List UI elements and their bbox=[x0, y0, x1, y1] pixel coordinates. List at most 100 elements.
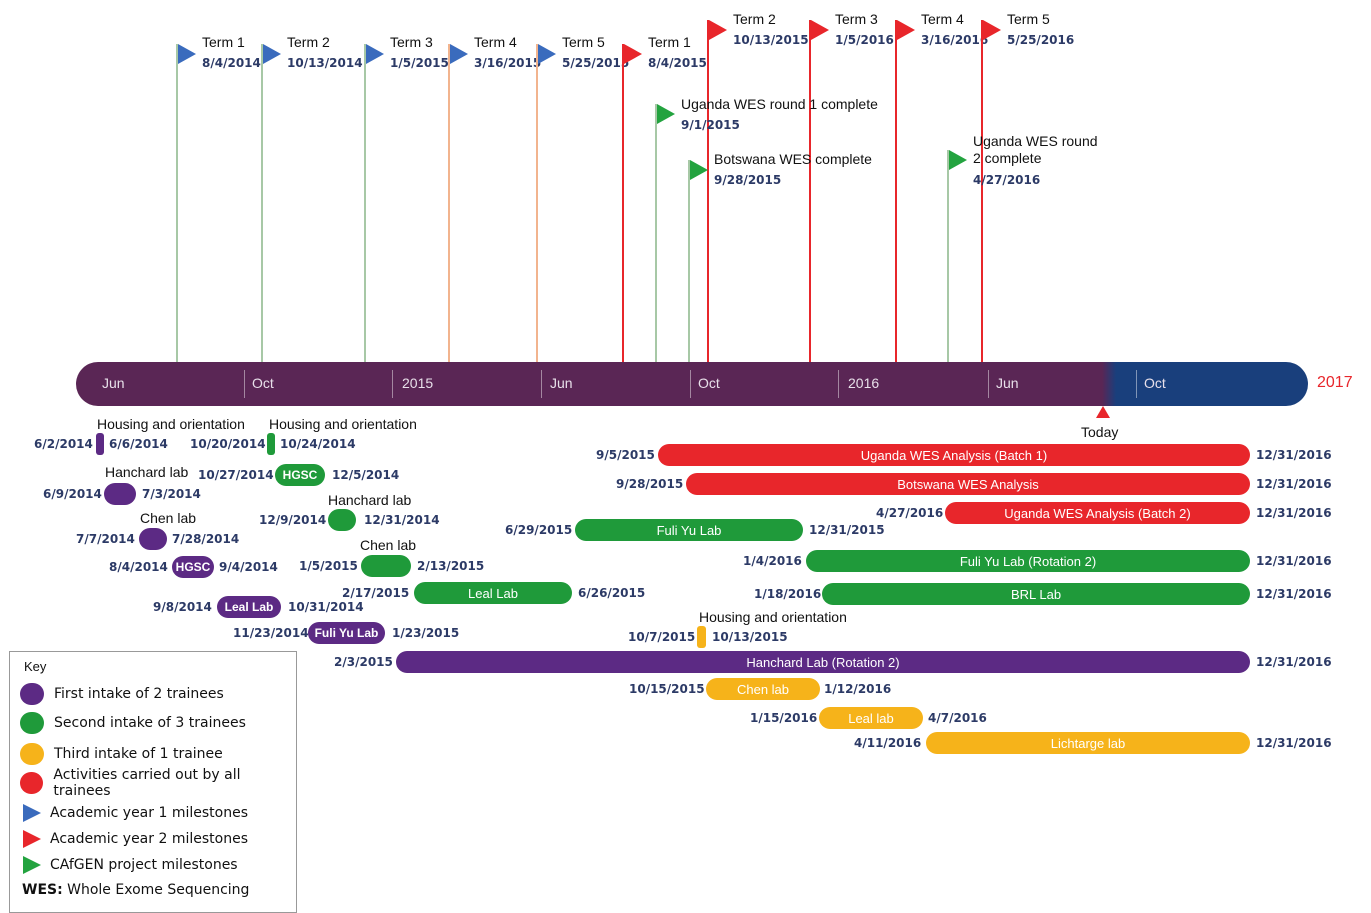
task-start-date: 7/7/2014 bbox=[76, 532, 135, 546]
today-marker-icon bbox=[1096, 406, 1110, 418]
milestone-date: 9/1/2015 bbox=[681, 118, 740, 132]
tick-separator bbox=[1136, 370, 1137, 398]
task-bar-label: Fuli Yu Lab (Rotation 2) bbox=[959, 553, 1097, 569]
task-end-date: 10/13/2015 bbox=[712, 630, 788, 644]
tick-label: 2016 bbox=[848, 375, 880, 391]
task-end-date: 12/31/2016 bbox=[1256, 554, 1332, 568]
milestone-flag-icon bbox=[624, 44, 642, 64]
tick-label: 2015 bbox=[402, 375, 434, 391]
key-label: Activities carried out by all trainees bbox=[53, 767, 241, 799]
milestone-line bbox=[622, 44, 624, 362]
milestone-flag-icon bbox=[983, 20, 1001, 40]
key-flag-icon bbox=[23, 804, 41, 822]
task-end-date: 1/12/2016 bbox=[824, 682, 892, 696]
task-end-date: 12/31/2015 bbox=[809, 523, 885, 537]
milestone-title: Term 4 bbox=[474, 34, 517, 50]
milestone-title: Term 5 bbox=[562, 34, 605, 50]
task-start-date: 8/4/2014 bbox=[109, 560, 168, 574]
task-bar: Leal Lab bbox=[414, 582, 572, 604]
key-label: Academic year 1 milestones bbox=[50, 805, 248, 821]
year-end-label: 2017 bbox=[1317, 374, 1353, 391]
milestone-title: Uganda WES round 2 complete bbox=[973, 133, 1098, 166]
task-bar-label: Lichtarge lab bbox=[1050, 735, 1126, 751]
milestone-line bbox=[536, 44, 538, 362]
milestone-line bbox=[655, 104, 657, 362]
milestone-date: 8/4/2015 bbox=[648, 56, 707, 70]
milestone-line bbox=[261, 44, 263, 362]
tick-label: Oct bbox=[698, 375, 720, 391]
task-start-date: 1/4/2016 bbox=[743, 554, 802, 568]
task-bar bbox=[267, 433, 275, 455]
task-end-date: 2/13/2015 bbox=[417, 559, 485, 573]
task-bar-label: BRL Lab bbox=[1010, 586, 1062, 602]
tick-separator bbox=[244, 370, 245, 398]
milestone-line bbox=[981, 20, 983, 362]
today-label: Today bbox=[1081, 424, 1119, 440]
tick-separator bbox=[541, 370, 542, 398]
task-start-date: 9/5/2015 bbox=[596, 448, 655, 462]
milestone-line bbox=[895, 20, 897, 362]
task-bar bbox=[96, 433, 104, 455]
milestone-flag-icon bbox=[949, 150, 967, 170]
key-row: Second intake of 3 trainees bbox=[20, 710, 246, 736]
key-swatch bbox=[20, 772, 44, 794]
milestone-line bbox=[707, 20, 709, 362]
task-start-date: 12/9/2014 bbox=[259, 513, 327, 527]
task-bar-label: Leal Lab bbox=[468, 585, 518, 601]
task-title: Housing and orientation bbox=[97, 416, 245, 432]
task-title: Housing and orientation bbox=[269, 416, 417, 432]
task-title: Housing and orientation bbox=[699, 609, 847, 625]
tick-label: Jun bbox=[102, 375, 125, 391]
milestone-flag-icon bbox=[178, 44, 196, 64]
milestone-flag-icon bbox=[690, 160, 708, 180]
key-row: Academic year 1 milestones bbox=[20, 800, 248, 826]
milestone-title: Term 2 bbox=[733, 11, 776, 27]
key-wes-note: WES: Whole Exome Sequencing bbox=[22, 882, 249, 898]
task-bar: BRL Lab bbox=[822, 583, 1250, 605]
milestone-flag-icon bbox=[709, 20, 727, 40]
task-bar: Fuli Yu Lab bbox=[575, 519, 803, 541]
task-bar-label: Leal lab bbox=[848, 710, 894, 726]
milestone-flag-icon bbox=[897, 20, 915, 40]
task-bar: HGSC bbox=[275, 464, 325, 486]
key-swatch bbox=[20, 743, 44, 765]
key-row: Activities carried out by all trainees bbox=[20, 767, 296, 799]
task-bar bbox=[697, 626, 706, 648]
key-label: Third intake of 1 trainee bbox=[54, 746, 223, 762]
task-bar-label: Botswana WES Analysis bbox=[897, 476, 1039, 492]
key-swatch bbox=[20, 712, 44, 734]
task-bar: Uganda WES Analysis (Batch 2) bbox=[945, 502, 1250, 524]
task-bar: HGSC bbox=[172, 556, 214, 578]
task-start-date: 9/28/2015 bbox=[616, 477, 684, 491]
milestone-flag-icon bbox=[538, 44, 556, 64]
task-bar-label: Chen lab bbox=[736, 681, 790, 697]
task-title: Hanchard lab bbox=[328, 492, 412, 508]
milestone-flag-icon bbox=[657, 104, 675, 124]
task-bar-label: HGSC bbox=[282, 468, 318, 482]
key-row: Academic year 2 milestones bbox=[20, 826, 248, 852]
tick-separator bbox=[838, 370, 839, 398]
task-start-date: 1/5/2015 bbox=[299, 559, 358, 573]
milestone-title: Term 1 bbox=[202, 34, 245, 50]
milestone-line bbox=[448, 44, 450, 362]
key-row: Third intake of 1 trainee bbox=[20, 741, 223, 767]
task-end-date: 1/23/2015 bbox=[392, 626, 460, 640]
task-start-date: 2/3/2015 bbox=[334, 655, 393, 669]
task-bar bbox=[139, 528, 167, 550]
task-end-date: 12/5/2014 bbox=[332, 468, 400, 482]
task-end-date: 12/31/2016 bbox=[1256, 736, 1332, 750]
task-start-date: 11/23/2014 bbox=[233, 626, 309, 640]
tick-label: Oct bbox=[252, 375, 274, 391]
task-title: Hanchard lab bbox=[105, 464, 189, 480]
task-end-date: 9/4/2014 bbox=[219, 560, 278, 574]
task-title: Chen lab bbox=[140, 510, 197, 526]
tick-label: Oct bbox=[1144, 375, 1166, 391]
task-end-date: 12/31/2014 bbox=[364, 513, 440, 527]
task-bar-label: Fuli Yu Lab bbox=[656, 522, 722, 538]
task-bar-label: Leal Lab bbox=[224, 600, 274, 614]
tick-separator bbox=[690, 370, 691, 398]
tick-separator bbox=[392, 370, 393, 398]
task-end-date: 7/3/2014 bbox=[142, 487, 201, 501]
